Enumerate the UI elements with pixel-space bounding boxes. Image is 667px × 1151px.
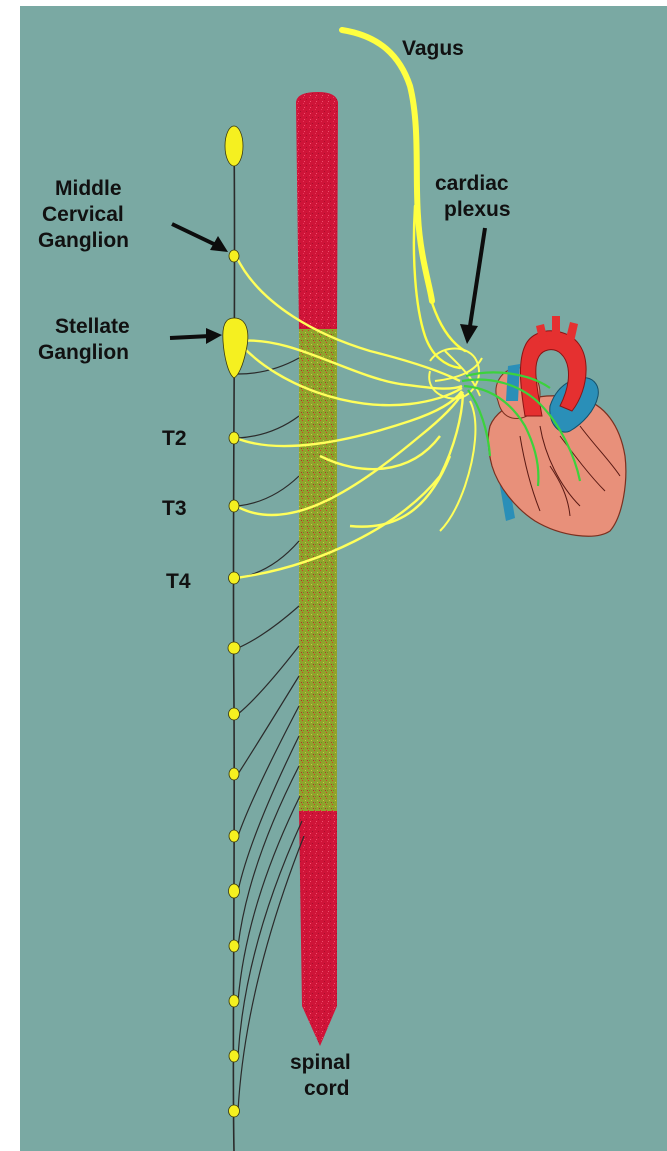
label-spinal-cord-2: cord (304, 1077, 350, 1100)
ganglion-t12 (229, 1050, 239, 1062)
label-vagus: Vagus (402, 37, 464, 60)
ganglion-t3 (229, 500, 239, 512)
superior-cervical-ganglion (225, 126, 243, 166)
label-stellate-1: Stellate (55, 315, 130, 338)
ganglion-l1 (229, 1105, 240, 1117)
ganglion-t7 (229, 768, 239, 780)
spinal-cord-cervical (296, 92, 338, 331)
ganglion-t2 (229, 432, 239, 444)
cardiac-innervation-diagram: Vagus cardiac plexus Middle Cervical Gan… (20, 6, 667, 1151)
label-middle-cervical-1: Middle (55, 177, 122, 200)
ganglion-t11 (229, 995, 239, 1007)
label-t4: T4 (166, 570, 191, 593)
label-middle-cervical-3: Ganglion (38, 229, 129, 252)
ganglion-t8 (229, 830, 239, 842)
label-middle-cervical-2: Cervical (42, 203, 124, 226)
middle-cervical-ganglion (229, 250, 239, 262)
label-t3: T3 (162, 497, 187, 520)
spinal-cord-thoracic (299, 329, 337, 813)
label-cardiac-plexus-1: cardiac (435, 172, 509, 195)
aortic-branch-2 (552, 316, 560, 334)
ganglion-t9 (229, 884, 240, 898)
spinal-cord (296, 92, 338, 1046)
label-t2: T2 (162, 427, 187, 450)
label-cardiac-plexus-2: plexus (444, 198, 511, 221)
spinal-cord-lumbar (299, 811, 337, 1046)
label-stellate-2: Ganglion (38, 341, 129, 364)
ganglion-t4 (229, 572, 240, 584)
label-spinal-cord-1: spinal (290, 1051, 351, 1074)
ganglion-t10 (229, 940, 239, 952)
superior-vena-cava (506, 364, 520, 401)
ganglion-t6 (229, 708, 240, 720)
diagram-panel: Vagus cardiac plexus Middle Cervical Gan… (20, 6, 667, 1151)
ganglion-t5 (228, 642, 240, 654)
